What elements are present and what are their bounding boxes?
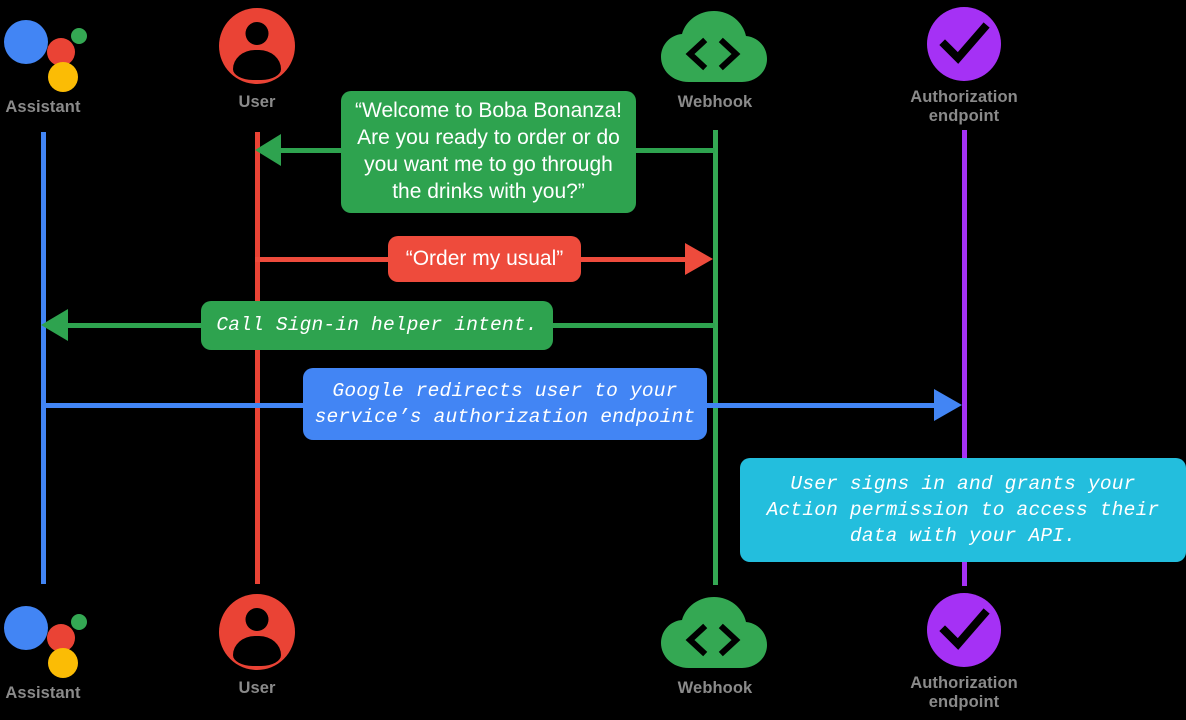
user-avatar-icon: [219, 8, 295, 84]
arrow-head-welcome-left: [255, 134, 281, 166]
actor-label-user: User: [238, 93, 276, 111]
actor-webhook-bottom: Webhook: [615, 596, 815, 698]
cloud-code-icon: [659, 10, 771, 86]
actor-user-top: User: [157, 8, 357, 112]
message-text-welcome: “Welcome to Boba Bonanza! Are you ready …: [355, 99, 622, 203]
message-bubble-grant-permission: User signs in and grants your Action per…: [740, 458, 1186, 562]
lifeline-assistant: [41, 132, 46, 584]
actor-label-auth: Authorization endpoint: [910, 674, 1018, 712]
message-text-order-usual: “Order my usual”: [405, 246, 564, 270]
arrow-head-signin-helper-left: [41, 309, 68, 341]
actor-label-webhook: Webhook: [677, 93, 753, 111]
message-text-grant-permission: User signs in and grants your Action per…: [766, 472, 1160, 548]
lifeline-auth-bottom: [962, 562, 967, 586]
arrow-head-redirect-right: [934, 389, 962, 421]
actor-user-bottom: User: [157, 594, 357, 698]
purple-check-circle-icon: [927, 7, 1001, 81]
arrow-head-order-usual-right: [685, 243, 713, 275]
actor-label-assistant: Assistant: [5, 684, 81, 702]
lifeline-auth-top: [962, 130, 967, 460]
actor-assistant-bottom: Assistant: [0, 596, 143, 703]
message-bubble-welcome: “Welcome to Boba Bonanza! Are you ready …: [341, 91, 636, 213]
google-assistant-dots-icon: [0, 596, 87, 678]
actor-auth-bottom: Authorization endpoint: [864, 593, 1064, 713]
message-bubble-redirect: Google redirects user to your service’s …: [303, 368, 707, 440]
lifeline-webhook: [713, 130, 718, 585]
actor-auth-top: Authorization endpoint: [864, 7, 1064, 127]
cloud-code-icon: [659, 596, 771, 672]
actor-webhook-top: Webhook: [615, 10, 815, 112]
message-text-redirect: Google redirects user to your service’s …: [314, 379, 696, 428]
message-bubble-order-usual: “Order my usual”: [388, 236, 581, 282]
actor-label-assistant: Assistant: [5, 98, 81, 116]
lifeline-user: [255, 132, 260, 584]
message-bubble-signin-helper: Call Sign-in helper intent.: [201, 301, 553, 350]
actor-assistant-top: Assistant: [0, 10, 143, 117]
user-avatar-icon: [219, 594, 295, 670]
message-text-signin-helper: Call Sign-in helper intent.: [216, 314, 538, 337]
actor-label-user: User: [238, 679, 276, 697]
google-assistant-dots-icon: [0, 10, 87, 92]
purple-check-circle-icon: [927, 593, 1001, 667]
actor-label-auth: Authorization endpoint: [910, 88, 1018, 126]
actor-label-webhook: Webhook: [677, 679, 753, 697]
